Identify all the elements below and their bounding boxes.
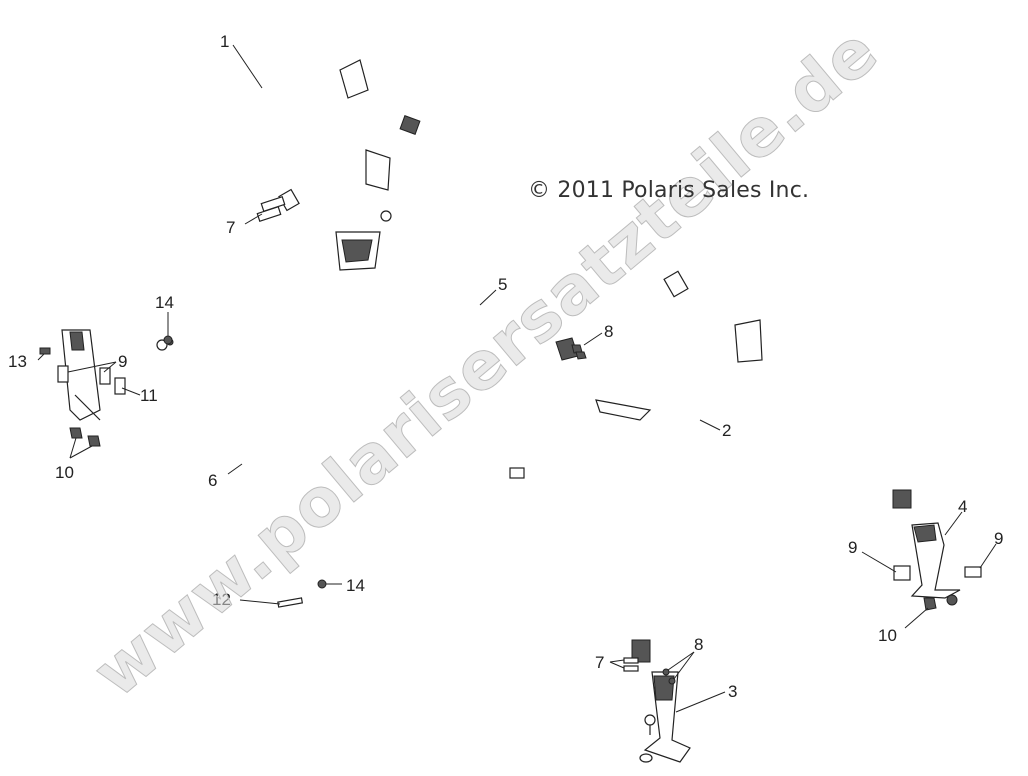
callout-12: 12 [212,590,231,609]
copyright-text: © 2011 Polaris Sales Inc. [528,178,810,203]
callout-9-right-a: 9 [848,538,857,557]
callout-3: 3 [728,682,737,701]
callouts: 1 2 3 4 5 6 7 7 8 8 9 9 9 10 10 11 12 13… [8,32,1003,701]
hardware [39,196,676,685]
callout-4: 4 [958,497,967,516]
callout-2: 2 [722,421,731,440]
callout-8-lower: 8 [694,635,703,654]
callout-1: 1 [220,32,229,51]
callout-6: 6 [208,471,217,490]
part-1-front-cage [34,6,430,421]
callout-7-upper: 7 [226,218,235,237]
part-5-brace [378,208,535,482]
callout-9-left: 9 [118,352,127,371]
part-3-foot-bracket [639,671,691,763]
callout-13: 13 [8,352,27,371]
callout-5: 5 [498,275,507,294]
callout-10-right: 10 [878,626,897,645]
leader-lines [37,44,997,713]
callout-8-upper: 8 [604,322,613,341]
callout-11: 11 [140,386,158,405]
callout-10-left: 10 [55,463,74,482]
part-6-brace [156,338,318,596]
callout-14-upper: 14 [155,293,174,312]
part-4-foot-bracket [893,522,982,611]
callout-14-lower: 14 [346,576,365,595]
callout-9-right-b: 9 [994,529,1003,548]
part-2-rear-cage [555,270,914,663]
callout-7-lower: 7 [595,653,604,672]
